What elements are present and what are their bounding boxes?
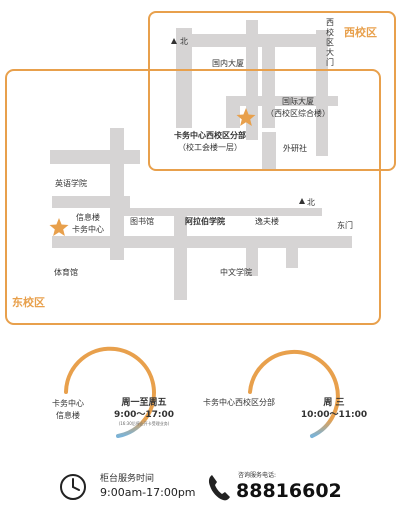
building-intl: 国际大厦 [282,97,314,106]
east-campus-border [5,69,381,325]
north-arrow-icon [171,38,177,44]
road [226,98,240,128]
road [110,128,124,260]
road [174,208,187,300]
phone-icon [208,475,230,501]
schedule-1-time: 9:00～17:00 [113,410,175,420]
building-english: 英语学院 [55,179,87,188]
schedule-1-place-2: 信息楼 [56,411,80,420]
north-label: 北 [180,37,188,46]
star-icon [49,218,69,236]
road [316,30,328,156]
clock-icon [60,474,86,500]
schedule-2-days: 周 三 [323,398,345,408]
schedule-2-time: 10:00～11:00 [300,410,368,420]
road [286,236,298,268]
card-center-label: 卡务中心 [72,225,104,234]
schedule-1-days: 周一至周五 [121,398,167,408]
road [50,150,140,164]
road [122,208,322,216]
road [92,236,104,248]
north-label: 北 [307,198,315,207]
schedule-1-note: (16:30后停止开卡受理业务) [118,421,170,426]
road [176,28,192,128]
east-roads [50,128,352,300]
branch-office-label: 卡务中心西校区分部 [174,131,246,140]
hours-label: 柜台服务时间 [100,474,155,484]
west-campus-border [148,11,396,171]
phone-label: 咨询服务电话: [238,472,277,479]
building-library: 图书馆 [130,217,154,226]
building-yifu: 逸夫楼 [255,217,279,226]
phone-number[interactable]: 88816602 [236,480,342,502]
west-gate-label: 西校区大门 [326,18,334,67]
west-roads [176,20,338,170]
road [226,96,338,106]
building-chinese: 中文学院 [220,268,252,277]
road [262,132,276,170]
schedule-2-place: 卡务中心西校区分部 [203,398,275,407]
building-domestic: 国内大厦 [212,59,244,68]
campus-map [5,11,396,325]
schedule-arc-2 [248,349,340,438]
building-waiyan: 外研社 [283,144,307,153]
building-gym: 体育馆 [54,268,78,277]
branch-office-sub: （校工会楼一层） [178,143,242,152]
schedule-arcs [64,346,340,438]
building-arabic: 阿拉伯学院 [185,217,225,226]
north-arrow-icon [299,198,305,204]
building-intl-sub: （西校区综合楼） [266,109,330,118]
hours-value: 9:00am-17:00pm [100,486,196,499]
road [52,236,352,248]
west-campus-name: 西校区 [344,26,377,39]
road [246,236,258,276]
schedule-arc-1 [64,346,156,438]
star-icon [236,108,256,126]
schedule-1-place: 卡务中心 [52,399,84,408]
east-campus-name: 东校区 [12,296,45,309]
road [184,34,330,47]
east-gate-label: 东门 [337,221,353,230]
building-info: 信息楼 [76,213,100,222]
road [246,20,258,140]
